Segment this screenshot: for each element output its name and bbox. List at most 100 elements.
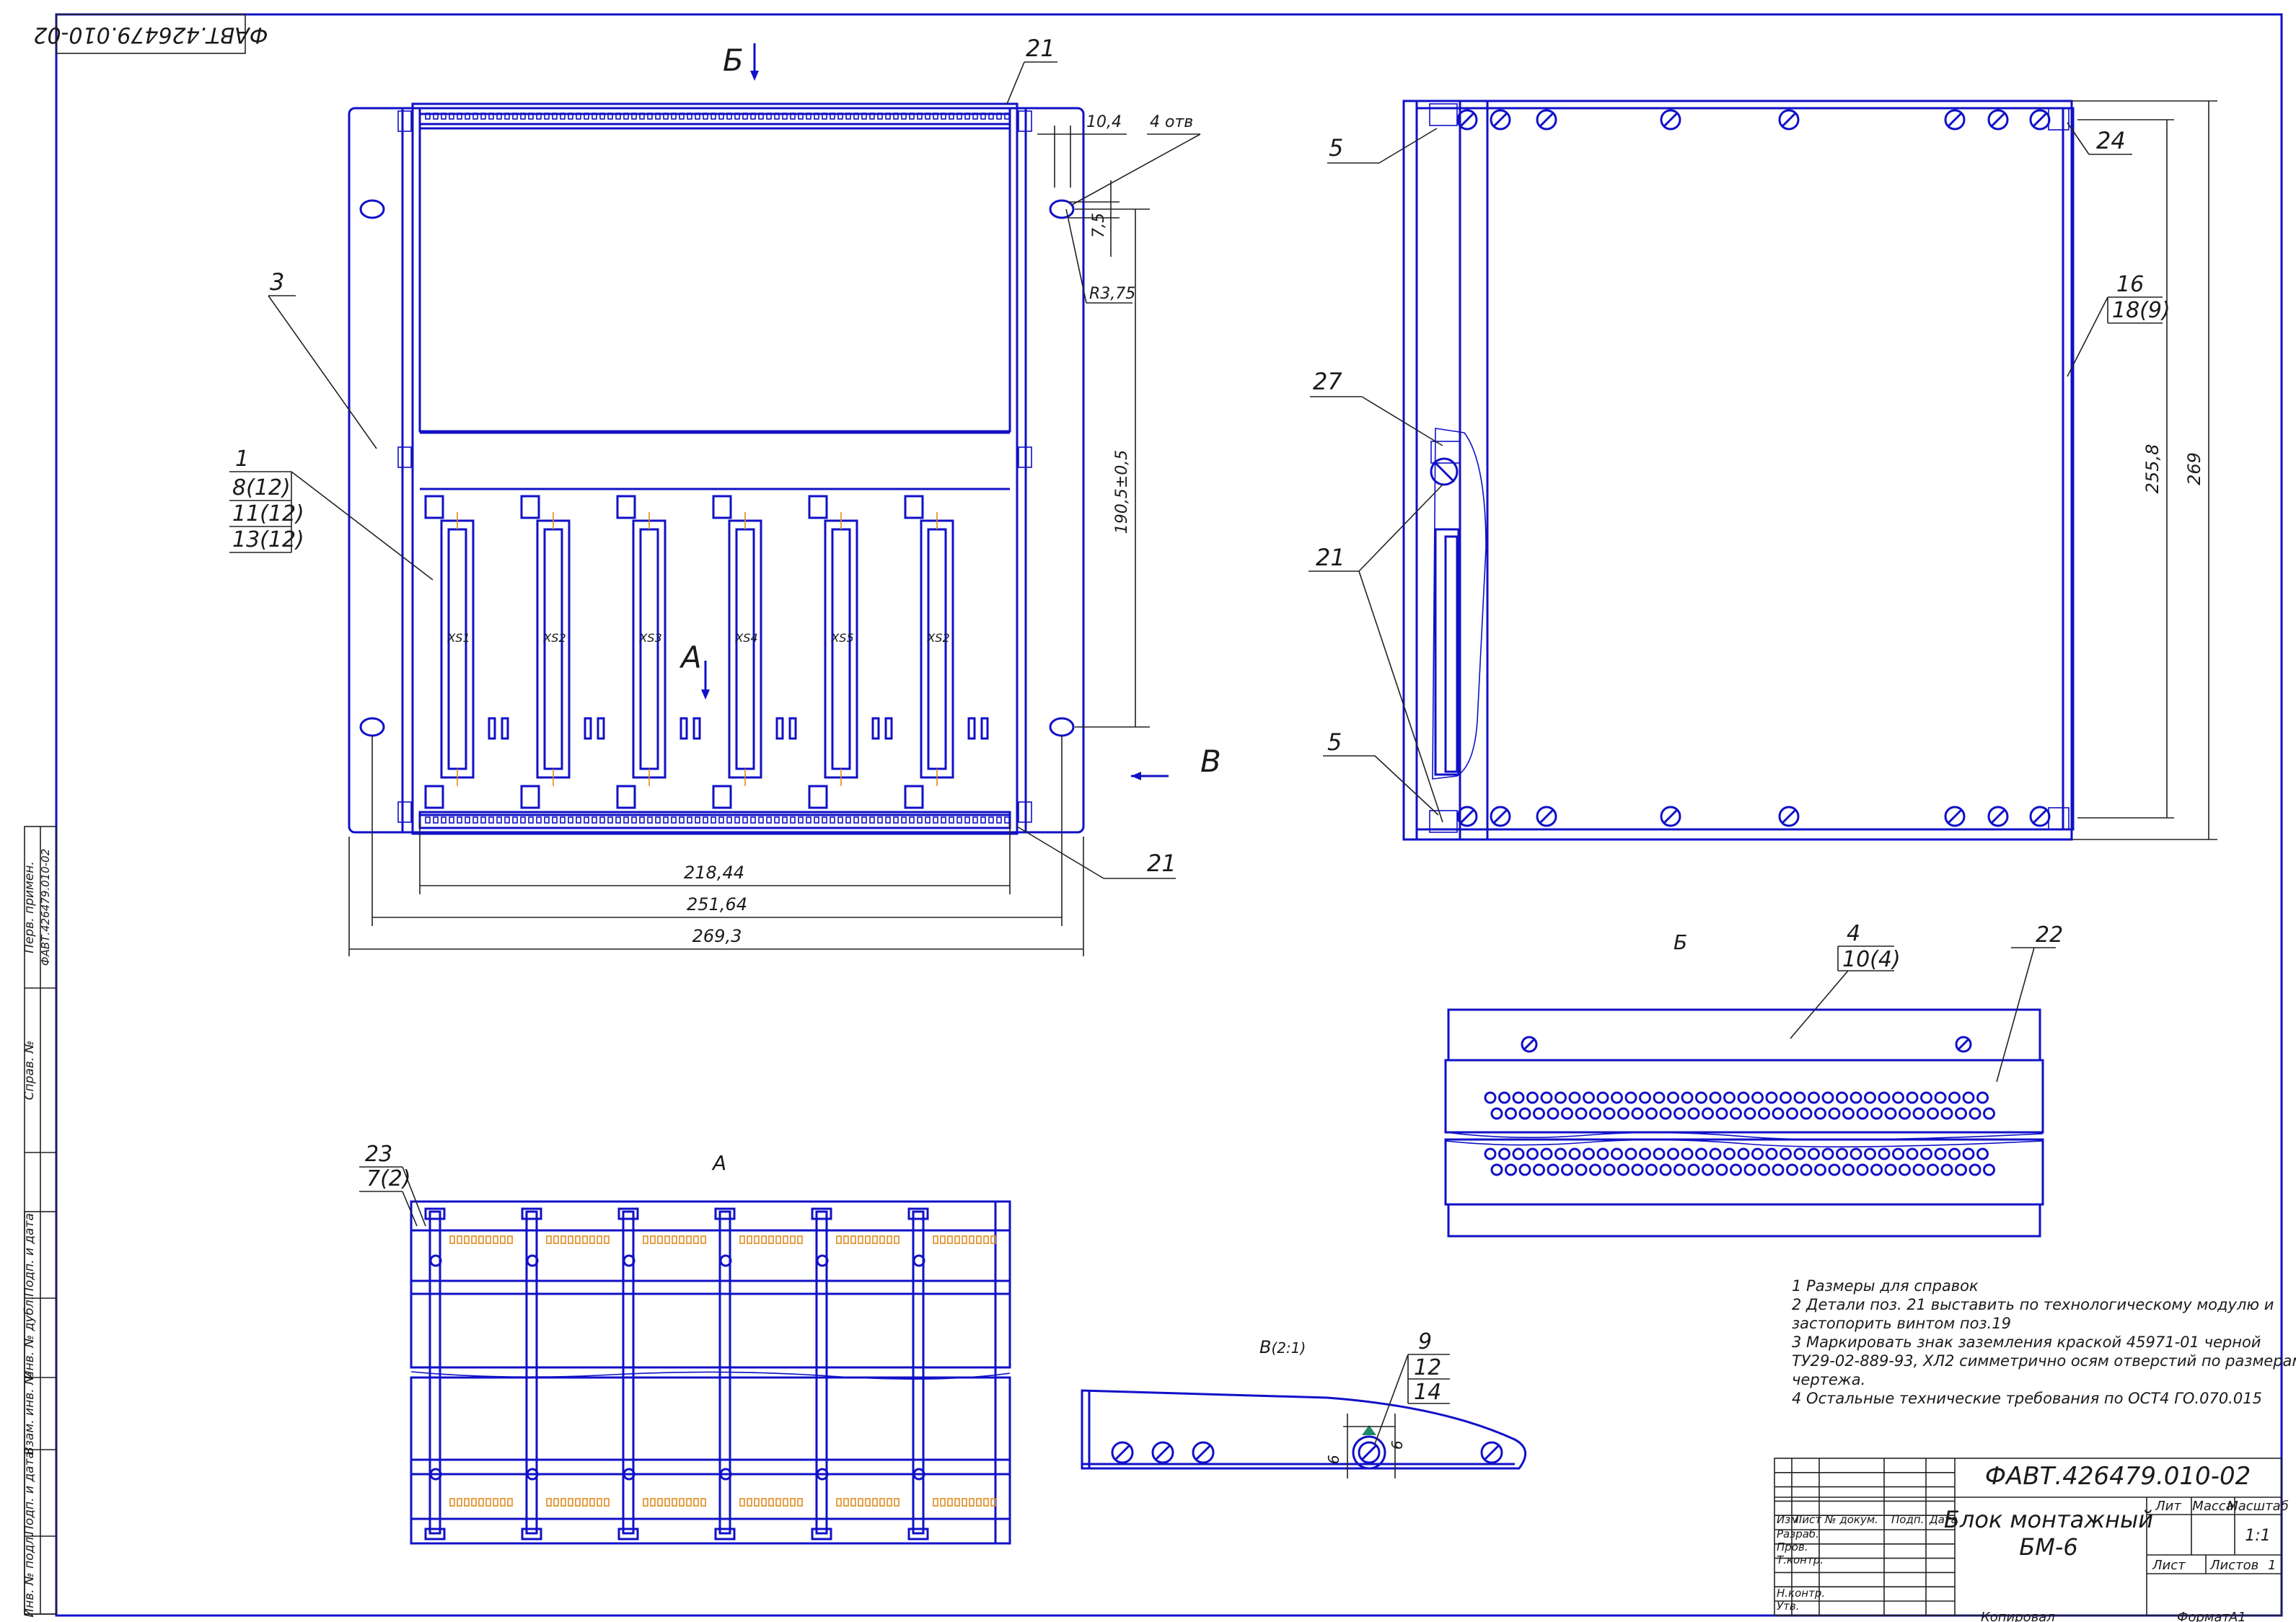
slot-label: XS5 xyxy=(830,631,853,645)
contact-hole xyxy=(1927,1107,1939,1120)
slot-latch xyxy=(904,785,924,809)
contact-hole xyxy=(1856,1107,1869,1120)
contact-hole xyxy=(1934,1091,1947,1104)
slot-latch xyxy=(904,495,924,519)
rail-contact xyxy=(465,816,470,824)
view-b: Б 4 10(4) 22 xyxy=(1444,921,2063,1238)
slot-connector xyxy=(728,519,762,779)
tb-designation: ФАВТ.426479.010-02 xyxy=(1985,1462,2251,1491)
strip-podp-data-2: Подп. и дата xyxy=(22,1451,37,1535)
rail-contact xyxy=(837,816,843,824)
contact-hole xyxy=(1856,1163,1869,1176)
rail-contact xyxy=(956,113,962,120)
rail-contact xyxy=(711,113,716,120)
contact-hole xyxy=(1884,1163,1897,1176)
contact-hole xyxy=(1864,1091,1876,1104)
rail-contact xyxy=(814,113,819,120)
slot-connector-inner xyxy=(447,528,467,770)
contact-hole xyxy=(1800,1107,1813,1120)
contact-hole xyxy=(1912,1107,1925,1120)
view-v-label: В(2:1) xyxy=(1259,1337,1306,1357)
mount-hole xyxy=(359,717,385,737)
contact-hole xyxy=(1955,1163,1967,1176)
slot-latch xyxy=(424,785,444,809)
rail-contact xyxy=(845,816,851,824)
side-callout-16: 16 xyxy=(2116,272,2144,297)
rail-contact xyxy=(798,816,804,824)
contact-hole xyxy=(1583,1147,1595,1160)
slot-led xyxy=(692,717,701,740)
viewb-callout-4: 4 xyxy=(1847,921,1860,946)
callout-21-top: 21 xyxy=(1026,35,1055,62)
contact-hole xyxy=(1793,1091,1806,1104)
rail-contact xyxy=(599,816,605,824)
viewv-dim-6b: 6 xyxy=(1389,1440,1406,1450)
contact-hole xyxy=(1962,1091,1975,1104)
rail-contact xyxy=(488,113,494,120)
rail-contact xyxy=(615,816,621,824)
rail-contact xyxy=(488,816,494,824)
rail-contact xyxy=(885,816,891,824)
rail-contact xyxy=(726,113,732,120)
rail-contact xyxy=(806,816,811,824)
contact-hole xyxy=(1758,1107,1770,1120)
contact-hole xyxy=(1758,1163,1770,1176)
side-callout-24: 24 xyxy=(2096,127,2126,154)
rail-contact xyxy=(520,816,526,824)
rail-contact xyxy=(988,113,994,120)
rail-contact xyxy=(972,113,978,120)
contact-hole xyxy=(1976,1091,1989,1104)
card-guide xyxy=(907,1207,996,1541)
contact-hole xyxy=(1976,1147,1989,1160)
note-line: ТУ29-02-889-93, ХЛ2 симметрично осям отв… xyxy=(1792,1352,2296,1370)
rail-contact xyxy=(901,113,907,120)
dim-holes: 4 отв xyxy=(1150,113,1193,131)
rail-contact xyxy=(1004,816,1010,824)
contact-hole xyxy=(1772,1163,1785,1176)
slot-led xyxy=(788,717,797,740)
doc-code-rotated: ФАВТ.426479.010-02 xyxy=(33,22,268,48)
rail-contact xyxy=(1004,113,1010,120)
slot-led xyxy=(488,717,496,740)
rail-contact xyxy=(528,113,534,120)
rail-contact xyxy=(750,816,756,824)
rail-contact xyxy=(782,816,788,824)
rail-contact xyxy=(782,113,788,120)
dim-269-3: 269,3 xyxy=(692,926,742,946)
rail-contact xyxy=(480,816,486,824)
screw xyxy=(1944,806,1966,827)
strip-perv-primen: Перв. примен. xyxy=(22,861,37,953)
rail-contact xyxy=(576,816,581,824)
rail-contact xyxy=(822,816,827,824)
rail-contact xyxy=(718,113,724,120)
screw xyxy=(1660,109,1681,131)
view-a-label: А xyxy=(711,1151,726,1175)
rail-contact xyxy=(988,816,994,824)
rail-contact xyxy=(877,816,883,824)
side-callout-5-bottom: 5 xyxy=(1327,728,1342,756)
slot-led xyxy=(775,717,784,740)
rail-contact xyxy=(806,113,811,120)
rail-contact xyxy=(964,816,970,824)
mount-hole xyxy=(1049,717,1075,737)
contact-hole xyxy=(1547,1107,1560,1120)
tb-scale: 1:1 xyxy=(2245,1527,2270,1545)
rail-contact xyxy=(671,113,677,120)
rail-contact xyxy=(480,113,486,120)
slot-led xyxy=(871,717,880,740)
tb-hdr-date: Дата xyxy=(1929,1513,1958,1526)
slot-connector xyxy=(920,519,954,779)
view-a-marker: А xyxy=(679,640,702,675)
slot-label: XS2 xyxy=(926,631,949,645)
contact-hole xyxy=(1611,1147,1623,1160)
contact-hole xyxy=(1786,1163,1798,1176)
contact-hole xyxy=(1518,1107,1531,1120)
contact-hole xyxy=(1547,1163,1560,1176)
footer: Копировал Формат А1 xyxy=(1981,1610,2246,1622)
dim-251-64: 251,64 xyxy=(687,894,747,914)
rail-contact xyxy=(504,113,510,120)
tb-col-mass: Масса xyxy=(2192,1499,2233,1514)
contact-hole xyxy=(1673,1107,1686,1120)
contact-hole xyxy=(1617,1163,1629,1176)
